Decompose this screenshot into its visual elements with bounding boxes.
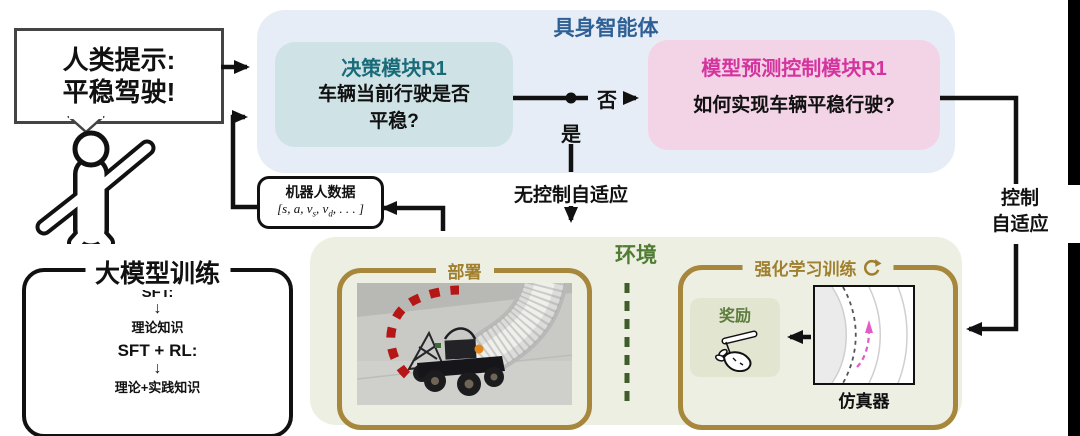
human-prompt-line2: 平稳驾驶! (62, 77, 176, 107)
environment-title: 环境 (615, 244, 657, 267)
loop-arrow-icon (863, 259, 882, 276)
carrot-on-stick-icon (714, 330, 758, 373)
down-arrow-icon: ↓ (153, 360, 162, 377)
robot-data-math: [s, a, vs, vd, . . . ] (277, 201, 364, 219)
edge-bar-top (1068, 0, 1080, 185)
llm-training-box: 大模型训练 SFT: ↓ 理论知识 SFT + RL: ↓ 理论+实践知识 (22, 254, 293, 436)
no-control-adaptation-label: 无控制自适应 (513, 185, 628, 206)
control-adaptation-label: 控制 自适应 (991, 188, 1049, 235)
down-arrow-icon: ↓ (153, 300, 162, 317)
robot-data-title: 机器人数据 (285, 184, 356, 200)
rl-training-frame: 强化学习训练 (678, 255, 958, 430)
decision-module-question: 车辆当前行驶是否 平稳? (317, 84, 470, 132)
arrow-env-to-data (381, 201, 446, 231)
simulator-label: 仿真器 (838, 392, 890, 411)
simulator-image (813, 285, 915, 385)
arrow-control-to-env (966, 244, 1019, 336)
sft-rl-label: SFT + RL: (117, 341, 198, 360)
reward-box: 奖励 (690, 298, 780, 377)
trajectory-dashes (386, 285, 460, 379)
rc-car-shape (407, 327, 505, 396)
robot-data-box: 机器人数据 [s, a, vs, vd, . . . ] (257, 176, 384, 229)
sim-trajectory (856, 330, 871, 368)
arrow-data-to-decision (230, 110, 257, 210)
reward-label: 奖励 (718, 308, 751, 325)
decision-module-title: 决策模块R1 (341, 58, 447, 80)
deployment-title: 部署 (435, 258, 494, 283)
mpc-module-question: 如何实现车辆平稳行驶? (693, 95, 895, 116)
decision-module-box (275, 42, 513, 147)
human-prompt-line1: 人类提示: (62, 44, 176, 75)
sft-rl-result: 理论+实践知识 (114, 380, 201, 395)
branch-yes-label: 是 (561, 124, 581, 146)
embodied-agent-title: 具身智能体 (553, 17, 659, 40)
sft-result: 理论知识 (131, 320, 184, 335)
rl-training-title: 强化学习训练 (742, 255, 894, 280)
deployment-frame: 部署 (337, 258, 592, 430)
branch-no-label: 否 (597, 90, 617, 112)
edge-bar-bottom (1068, 243, 1080, 436)
llm-training-title: 大模型训练 (84, 254, 231, 290)
deployment-photo (357, 283, 572, 405)
human-prompt-bubble: 人类提示: 平稳驾驶! (14, 28, 224, 124)
mpc-module-title: 模型预测控制模块R1 (701, 58, 887, 80)
mpc-module-box (648, 40, 940, 150)
person-icon (35, 130, 156, 244)
